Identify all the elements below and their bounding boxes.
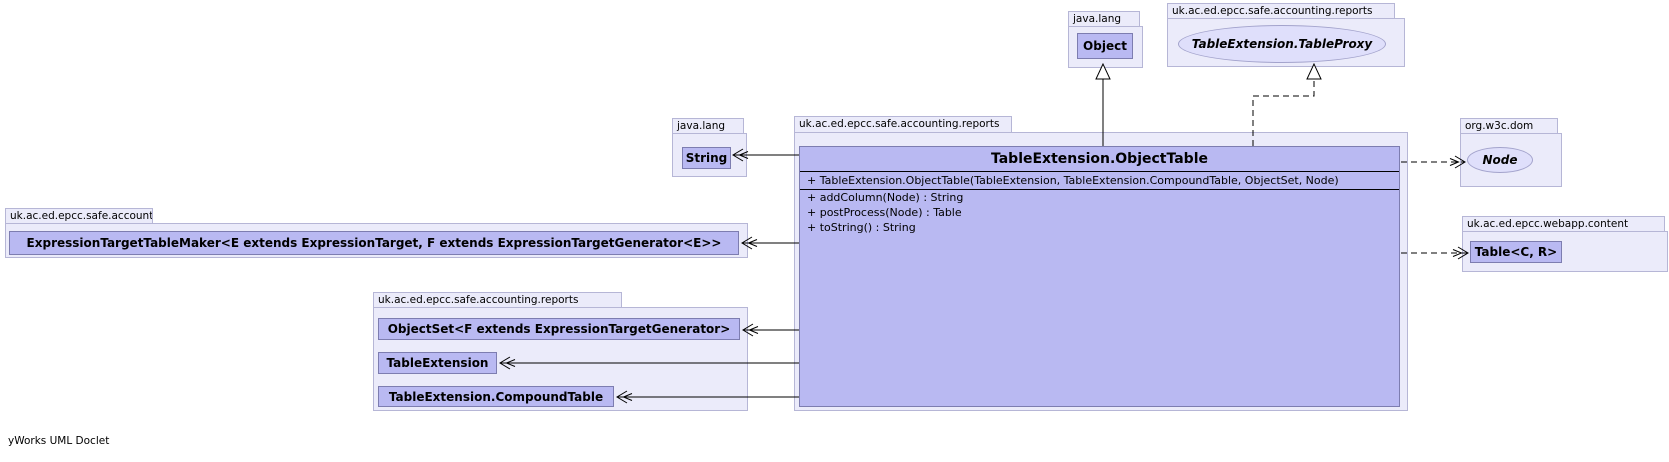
package-tab-reports-top[interactable]: uk.ac.ed.epcc.safe.accounting.reports: [1167, 3, 1395, 19]
class-expression-target-table-maker[interactable]: ExpressionTargetTableMaker<E extends Exp…: [9, 231, 739, 255]
class-object-table-title[interactable]: TableExtension.ObjectTable: [800, 147, 1399, 172]
method-add-column[interactable]: + addColumn(Node) : String: [807, 191, 964, 204]
class-compound-table[interactable]: TableExtension.CompoundTable: [378, 386, 614, 407]
ywork-doclet-watermark: yWorks UML Doclet: [8, 435, 110, 447]
class-object[interactable]: Object: [1077, 33, 1133, 59]
method-to-string[interactable]: + toString() : String: [807, 221, 916, 234]
class-object-table: TableExtension.ObjectTable + TableExtens…: [799, 146, 1400, 407]
class-string[interactable]: String: [682, 147, 731, 169]
package-tab-reports-bottom[interactable]: uk.ac.ed.epcc.safe.accounting.reports: [373, 292, 622, 308]
constructor-object-table[interactable]: + TableExtension.ObjectTable(TableExtens…: [800, 172, 1399, 190]
class-object-set[interactable]: ObjectSet<F extends ExpressionTargetGene…: [378, 318, 740, 340]
method-post-process[interactable]: + postProcess(Node) : Table: [807, 206, 962, 219]
interface-node[interactable]: Node: [1467, 147, 1533, 173]
class-table-extension[interactable]: TableExtension: [378, 352, 497, 374]
package-tab-reports-main[interactable]: uk.ac.ed.epcc.safe.accounting.reports: [794, 116, 1012, 133]
package-tab-accounting-left[interactable]: uk.ac.ed.epcc.safe.accounting: [5, 208, 153, 224]
package-tab-java-lang-mid[interactable]: java.lang: [672, 118, 744, 134]
package-tab-webapp-content[interactable]: uk.ac.ed.epcc.webapp.content: [1462, 216, 1665, 232]
class-table-c-r[interactable]: Table<C, R>: [1470, 241, 1562, 263]
package-tab-java-lang-top[interactable]: java.lang: [1068, 11, 1140, 27]
interface-table-proxy[interactable]: TableExtension.TableProxy: [1178, 25, 1386, 63]
package-tab-w3c-dom[interactable]: org.w3c.dom: [1460, 118, 1558, 134]
